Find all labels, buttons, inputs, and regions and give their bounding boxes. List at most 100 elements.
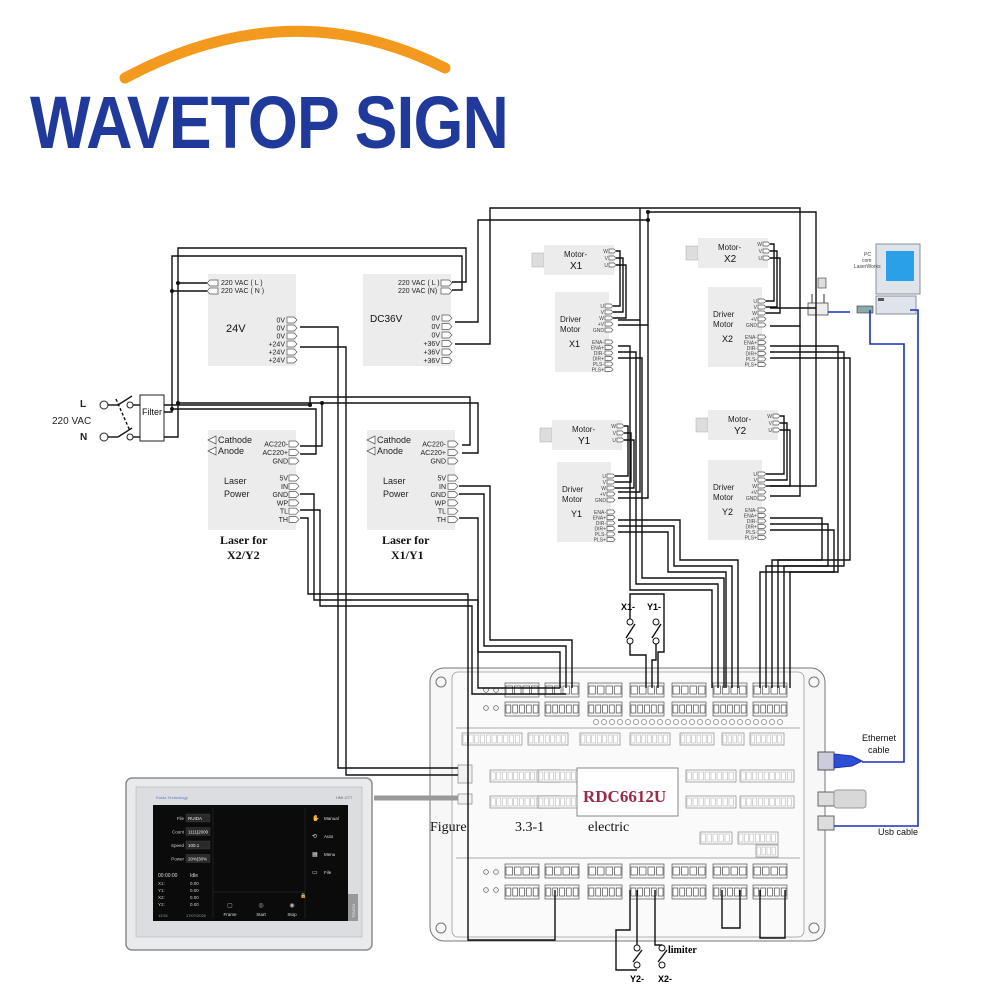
psu36-title: DC36V [370, 314, 403, 325]
mains-voltage-label: 220 VAC [52, 416, 91, 427]
board-connector [712, 884, 748, 900]
laser-a-caption1: Laser for [220, 533, 268, 547]
psu36-pin-0: 0V [431, 316, 440, 323]
board-header [755, 844, 779, 858]
hmi-row-value: 100.1 [188, 843, 200, 848]
pc-label-1: PC [864, 252, 871, 258]
pc-label-2: com [862, 258, 871, 264]
board-connector [544, 682, 580, 698]
hmi-button-label: Stop [287, 912, 297, 917]
psu24-pin-1: 0V [276, 326, 285, 333]
motor-terminal [608, 255, 617, 261]
driver-signal-pin: DIR- [747, 519, 758, 525]
usb-port-2 [817, 815, 835, 831]
motor-pin: U [604, 263, 608, 269]
hmi-row-field[interactable] [185, 813, 211, 823]
hmi-menu-menu[interactable]: ▦Menu [312, 851, 336, 858]
board-header [679, 732, 715, 746]
driver-x1: DriverMotorX1UVW+VGNDENA-ENA+DIR-DIR+PLS… [555, 292, 614, 374]
motor-terminal [616, 437, 625, 443]
hmi-row-field[interactable] [185, 854, 211, 863]
hmi-side-tab-label: TOUCH [351, 904, 356, 918]
hmi-row-field[interactable] [185, 840, 211, 850]
motor-axis: Y2 [734, 426, 747, 437]
hmi-button-stop[interactable]: ◉Stop [287, 902, 297, 917]
driver-signal-terminal [757, 518, 767, 524]
driver-axis: X2 [722, 334, 733, 344]
driver-pin: GND [746, 496, 758, 502]
driver-signal-pin: PLS+ [745, 536, 757, 542]
motor-terminal [762, 248, 771, 254]
psu36-in2: 220 VAC (N) [398, 288, 437, 295]
motor-terminal [608, 248, 617, 254]
board-header [685, 769, 737, 783]
laser-b-pin-5: TH [437, 517, 446, 524]
board-header [527, 732, 569, 746]
board-connector [544, 884, 580, 900]
driver-terminal [604, 315, 614, 321]
motor-axis: X2 [724, 254, 737, 265]
hmi-menu-auto[interactable]: ⟲Auto [312, 833, 334, 840]
driver-pin: +V [751, 490, 758, 496]
board-led [697, 719, 703, 725]
driver-terminal [757, 298, 767, 304]
board-led [641, 719, 647, 725]
hmi-button-start[interactable]: ◎Start [256, 902, 266, 917]
psu24-pin-5: +24V [268, 358, 285, 365]
board-connector [629, 884, 665, 900]
psu36-pin-3: +36V [423, 341, 440, 348]
psu36-terminal-1 [441, 323, 453, 330]
hmi-row-key: Speed [171, 843, 185, 848]
hmi-menu-file[interactable]: ▭File [312, 869, 332, 876]
hmi-axis-value: 0.00 [190, 902, 199, 907]
controller-board: RDC6612U Figure 3.3-1 electric Ethernet … [429, 667, 918, 942]
driver-pin: W [599, 316, 604, 322]
board-header [699, 831, 733, 845]
board-connector [504, 863, 540, 879]
laser-power-x1y1: Cathode Anode Laser Power AC220-AC220+GN… [366, 430, 459, 562]
driver-signal-pin: ENA+ [591, 346, 604, 352]
laser-b-title2: Power [383, 489, 409, 499]
filter-label: Filter [142, 407, 162, 417]
driver-terminal [757, 316, 767, 322]
controller-model-box [576, 767, 679, 817]
driver-terminal [604, 327, 614, 333]
motor-terminal [772, 413, 781, 419]
psu36-terminal-3 [441, 340, 453, 347]
motor-label: Motor- [564, 250, 587, 259]
driver-pin: GND [593, 328, 605, 334]
laser-b-pin-0: 5V [437, 476, 446, 483]
driver-axis: Y2 [722, 507, 733, 517]
brand-logo: WAVETOP SIGN [30, 25, 509, 164]
driver-title2: Motor [713, 493, 734, 502]
usb-port-1 [817, 791, 835, 807]
hmi-menu-manual[interactable]: ✋Manual [312, 814, 339, 822]
hmi-row-key: Power [171, 857, 184, 862]
board-connector [752, 863, 788, 879]
driver-pin: GND [746, 323, 758, 329]
board-led [609, 719, 615, 725]
driver-signal-terminal [757, 529, 767, 535]
driver-signal-terminal [757, 351, 767, 356]
hmi-button-frame[interactable]: ▢Frame [223, 902, 236, 917]
hmi-clock: 13:51 [158, 913, 169, 918]
driver-signal-pin: DIR+ [745, 352, 757, 358]
driver-signal-terminal [606, 537, 616, 542]
driver-terminal [604, 321, 614, 327]
board-connector [629, 701, 665, 717]
driver-signal-pin: ENA+ [593, 516, 606, 522]
board-connector [671, 682, 707, 698]
board-connector [504, 701, 540, 717]
driver-signal-pin: PLS- [746, 357, 757, 363]
hmi-side-tab[interactable] [348, 894, 358, 921]
driver-signal-terminal [606, 515, 616, 520]
driver-signal-pin: ENA- [592, 340, 604, 346]
limit-switches-top: X1- Y1- [621, 602, 662, 645]
board-header [739, 795, 795, 809]
laser-a-title2: Power [224, 489, 250, 499]
laser-b-terminal-3 [447, 499, 459, 507]
laser-a-caption2: X2/Y2 [227, 548, 260, 562]
figure-text: electric [588, 820, 629, 835]
hmi-row-field[interactable] [185, 827, 211, 836]
